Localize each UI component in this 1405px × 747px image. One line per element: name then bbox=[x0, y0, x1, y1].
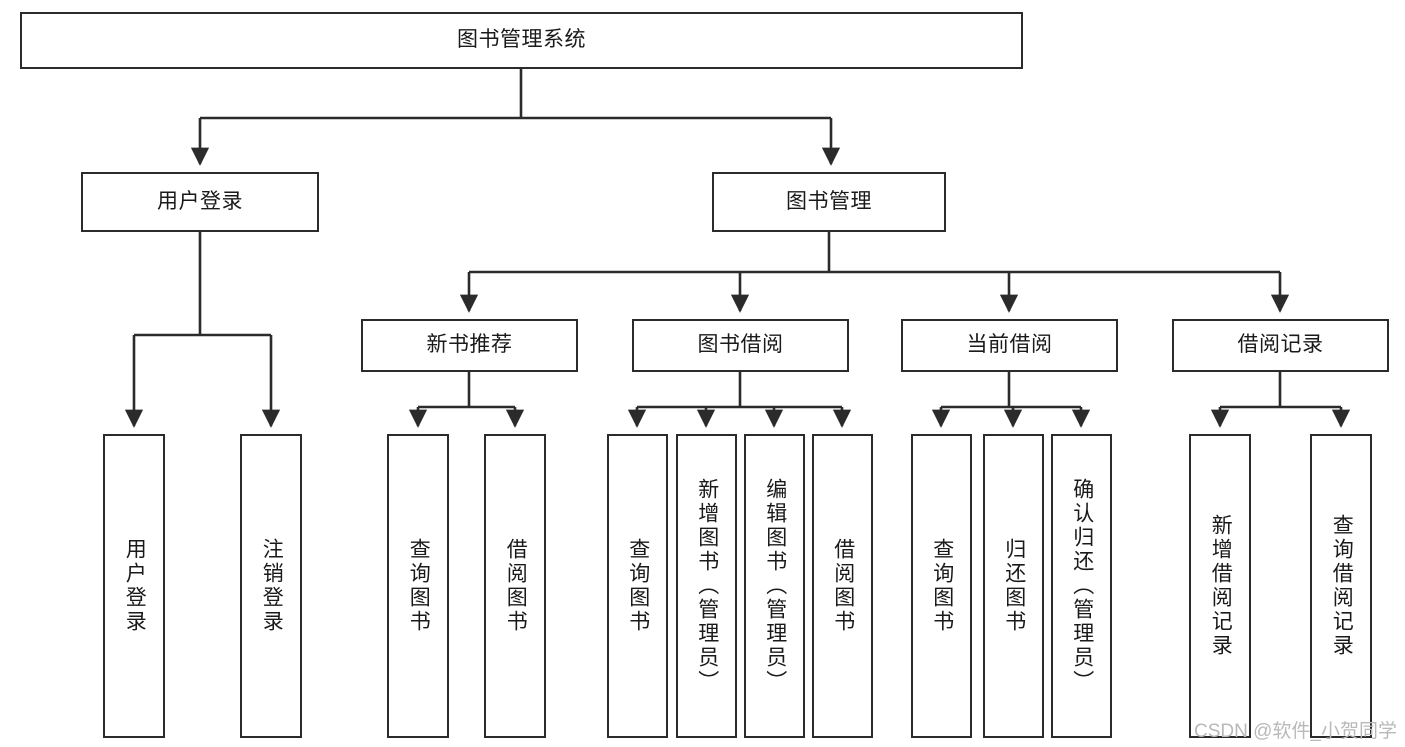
node-leaf-edit-book[interactable]: 编辑图书（管理员） bbox=[744, 434, 805, 738]
node-root-system[interactable]: 图书管理系统 bbox=[20, 12, 1023, 69]
node-leaf-query-book-recommend[interactable]: 查询图书 bbox=[387, 434, 449, 738]
node-leaf-return-book[interactable]: 归还图书 bbox=[983, 434, 1044, 738]
node-book-manage[interactable]: 图书管理 bbox=[712, 172, 946, 232]
node-label: 查询图书 bbox=[626, 538, 650, 634]
node-leaf-confirm-return[interactable]: 确认归还（管理员） bbox=[1051, 434, 1112, 738]
node-leaf-add-book[interactable]: 新增图书（管理员） bbox=[676, 434, 737, 738]
node-label: 用户登录 bbox=[157, 189, 243, 213]
node-label: 图书管理 bbox=[786, 189, 872, 213]
node-label: 借阅图书 bbox=[504, 538, 528, 634]
node-book-borrow[interactable]: 图书借阅 bbox=[632, 319, 849, 372]
node-leaf-query-book-borrow[interactable]: 查询图书 bbox=[607, 434, 668, 738]
node-leaf-add-borrow-record[interactable]: 新增借阅记录 bbox=[1189, 434, 1251, 738]
node-label: 新增借阅记录 bbox=[1209, 514, 1233, 658]
node-label: 新增图书（管理员） bbox=[695, 478, 719, 694]
node-leaf-query-book-current[interactable]: 查询图书 bbox=[911, 434, 972, 738]
node-label: 图书管理系统 bbox=[457, 28, 586, 52]
node-label: 当前借阅 bbox=[966, 333, 1053, 357]
node-label: 确认归还（管理员） bbox=[1070, 478, 1094, 694]
node-current-borrow[interactable]: 当前借阅 bbox=[901, 319, 1118, 372]
node-user-login[interactable]: 用户登录 bbox=[81, 172, 319, 232]
node-leaf-user-login[interactable]: 用户登录 bbox=[103, 434, 165, 738]
node-leaf-logout[interactable]: 注销登录 bbox=[240, 434, 302, 738]
node-label: 归还图书 bbox=[1002, 538, 1026, 634]
node-label: 借阅记录 bbox=[1237, 333, 1324, 357]
node-label: 新书推荐 bbox=[426, 333, 513, 357]
node-borrow-record[interactable]: 借阅记录 bbox=[1172, 319, 1389, 372]
node-label: 编辑图书（管理员） bbox=[763, 478, 787, 694]
node-leaf-borrow-book-recommend[interactable]: 借阅图书 bbox=[484, 434, 546, 738]
node-label: 图书借阅 bbox=[697, 333, 784, 357]
node-label: 借阅图书 bbox=[831, 538, 855, 634]
node-leaf-query-borrow-record[interactable]: 查询借阅记录 bbox=[1310, 434, 1372, 738]
csdn-watermark: CSDN @软件_小贺同学 bbox=[1194, 721, 1397, 742]
node-label: 查询借阅记录 bbox=[1330, 514, 1354, 658]
node-label: 查询图书 bbox=[407, 538, 431, 634]
node-label: 查询图书 bbox=[930, 538, 954, 634]
node-label: 用户登录 bbox=[123, 538, 147, 634]
node-label: 注销登录 bbox=[260, 538, 284, 634]
node-new-book-recommend[interactable]: 新书推荐 bbox=[361, 319, 578, 372]
node-leaf-borrow-book[interactable]: 借阅图书 bbox=[812, 434, 873, 738]
